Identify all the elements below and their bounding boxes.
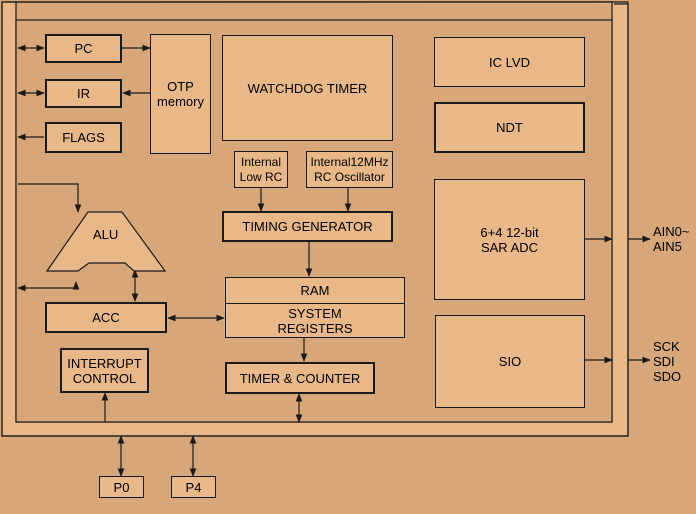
flags-register: FLAGS — [45, 122, 122, 153]
internal-12mhz-oscillator: Internal12MHz RC Oscillator — [306, 151, 393, 188]
internal-low-rc: Internal Low RC — [234, 151, 288, 188]
system-registers: SYSTEM REGISTERS — [225, 303, 405, 338]
ram: RAM — [225, 277, 405, 304]
ndt: NDT — [434, 102, 585, 153]
port-p0: P0 — [99, 476, 144, 498]
sio-pin-labels: SCK SDI SDO — [653, 339, 682, 384]
adc-pin-labels: AIN0~ AIN5 — [653, 224, 690, 254]
ir-register: IR — [45, 79, 122, 108]
otp-memory: OTP memory — [150, 34, 211, 154]
accumulator: ACC — [45, 302, 167, 333]
timer-counter: TIMER & COUNTER — [225, 362, 375, 394]
pc-register: PC — [45, 34, 122, 63]
watchdog-timer: WATCHDOG TIMER — [222, 35, 393, 141]
sio: SIO — [435, 315, 585, 408]
sar-adc: 6+4 12-bit SAR ADC — [434, 179, 585, 300]
interrupt-control: INTERRUPT CONTROL — [60, 348, 149, 393]
alu-shape — [45, 211, 167, 272]
port-p4: P4 — [171, 476, 216, 498]
timing-generator: TIMING GENERATOR — [222, 211, 393, 242]
ic-lvd: IC LVD — [434, 37, 585, 87]
alu-label: ALU — [93, 227, 119, 242]
